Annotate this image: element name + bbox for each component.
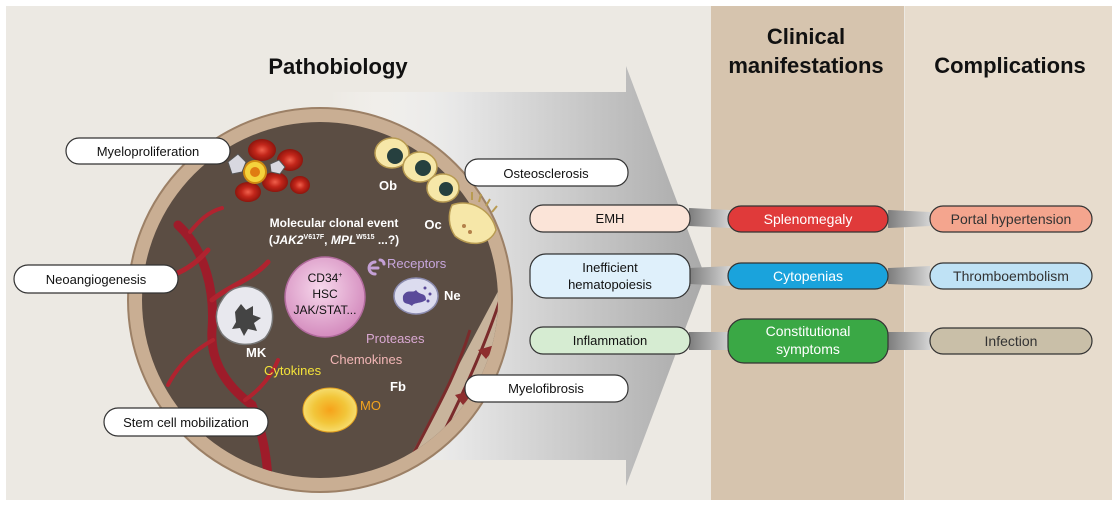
event-mpl-sup: W515 xyxy=(356,234,374,241)
callout-myeloproliferation-text: Myeloproliferation xyxy=(97,144,200,159)
osteoclast xyxy=(448,192,498,245)
cytokines-label: Cytokines xyxy=(264,363,322,378)
callout-myelofibrosis-text: Myelofibrosis xyxy=(508,381,584,396)
complication-thromboembolism: Thromboembolism xyxy=(929,262,1093,290)
header-clinical-line2: manifestations xyxy=(728,53,883,78)
header-pathobiology: Pathobiology xyxy=(268,54,408,79)
mechanism-emh-text: EMH xyxy=(596,211,625,226)
connector-bar xyxy=(689,332,730,350)
clinical-splenomegaly: Splenomegaly xyxy=(727,205,889,233)
neutrophil xyxy=(393,277,439,315)
mechanism-inflammation: Inflammation xyxy=(529,326,691,355)
clinical-cytopenias-text: Cytopenias xyxy=(773,268,843,284)
clinical-cytopenias: Cytopenias xyxy=(727,262,889,290)
mo-label: MO xyxy=(360,398,381,413)
complication-infection: Infection xyxy=(929,327,1093,355)
hsc-line1: CD34+ xyxy=(308,271,343,285)
complication-infection-text: Infection xyxy=(985,333,1038,349)
clinical-symptoms-text: symptoms xyxy=(776,341,840,357)
complication-thromboembolism-text: Thromboembolism xyxy=(953,268,1069,284)
mk-label: MK xyxy=(246,345,267,360)
complication-portal-hypertension-text: Portal hypertension xyxy=(951,211,1072,227)
header-clinical-line1: Clinical xyxy=(767,24,845,49)
chemokines-label: Chemokines xyxy=(330,352,403,367)
callout-myeloproliferation: Myeloproliferation xyxy=(65,137,231,165)
connector-bar xyxy=(689,266,730,286)
callout-myelofibrosis: Myelofibrosis xyxy=(464,374,629,403)
header-complications: Complications xyxy=(934,53,1086,78)
event-line1: Molecular clonal event xyxy=(270,216,399,230)
complication-portal-hypertension: Portal hypertension xyxy=(929,205,1093,233)
monocyte xyxy=(302,387,358,433)
event-line2: (JAK2V617F, MPLW515 ...?) xyxy=(269,233,399,247)
receptor-icon xyxy=(367,258,386,276)
callout-osteosclerosis-text: Osteosclerosis xyxy=(503,166,589,181)
oc-label: Oc xyxy=(424,217,441,232)
callout-neoangiogenesis: Neoangiogenesis xyxy=(13,264,179,294)
connector-bar xyxy=(888,210,930,228)
mechanism-inefficient-text: Inefficient xyxy=(582,260,638,275)
event-tail: ...?) xyxy=(378,233,399,247)
event-mpl: MPL xyxy=(331,233,356,247)
hsc-line3: JAK/STAT... xyxy=(294,303,357,317)
connector-bar xyxy=(888,266,930,286)
clinical-constitutional-text: Constitutional xyxy=(766,323,851,339)
event-jak2-sup: V617F xyxy=(304,234,325,241)
hsc-line2: HSC xyxy=(312,287,338,301)
clinical-splenomegaly-text: Splenomegaly xyxy=(764,211,853,227)
mechanism-inflammation-text: Inflammation xyxy=(573,333,647,348)
hsc-cd34-sup: + xyxy=(338,272,342,279)
ob-label: Ob xyxy=(379,178,397,193)
megakaryocyte xyxy=(215,285,274,346)
mechanism-inefficient-hematopoiesis: Inefficient hematopoiesis xyxy=(529,253,691,299)
event-jak2: JAK2 xyxy=(273,233,304,247)
connector-bar xyxy=(888,332,930,350)
ne-label: Ne xyxy=(444,288,461,303)
receptors-label: Receptors xyxy=(387,256,447,271)
callout-stem-cell-mobilization: Stem cell mobilization xyxy=(103,407,269,437)
bone-marrow: Ob Oc Molecular clonal event (JAK2V617F,… xyxy=(127,107,513,493)
complications-column xyxy=(905,6,1112,500)
hsc-cd34: CD34 xyxy=(308,271,339,285)
connector-bar xyxy=(689,208,730,228)
clinical-constitutional-symptoms: Constitutional symptoms xyxy=(727,318,889,364)
red-blood-cells xyxy=(227,139,310,202)
blood-vessel xyxy=(173,220,273,478)
mechanism-hematopoiesis-text: hematopoiesis xyxy=(568,277,652,292)
callout-osteosclerosis: Osteosclerosis xyxy=(464,158,629,187)
proteases-label: Proteases xyxy=(366,331,425,346)
mechanism-emh: EMH xyxy=(529,204,691,233)
hsc-cell xyxy=(284,256,366,338)
callout-stem-cell-mobilization-text: Stem cell mobilization xyxy=(123,415,249,430)
clinical-column xyxy=(711,6,904,500)
osteoblasts xyxy=(374,137,460,203)
callout-neoangiogenesis-text: Neoangiogenesis xyxy=(46,272,147,287)
fb-label: Fb xyxy=(390,379,406,394)
